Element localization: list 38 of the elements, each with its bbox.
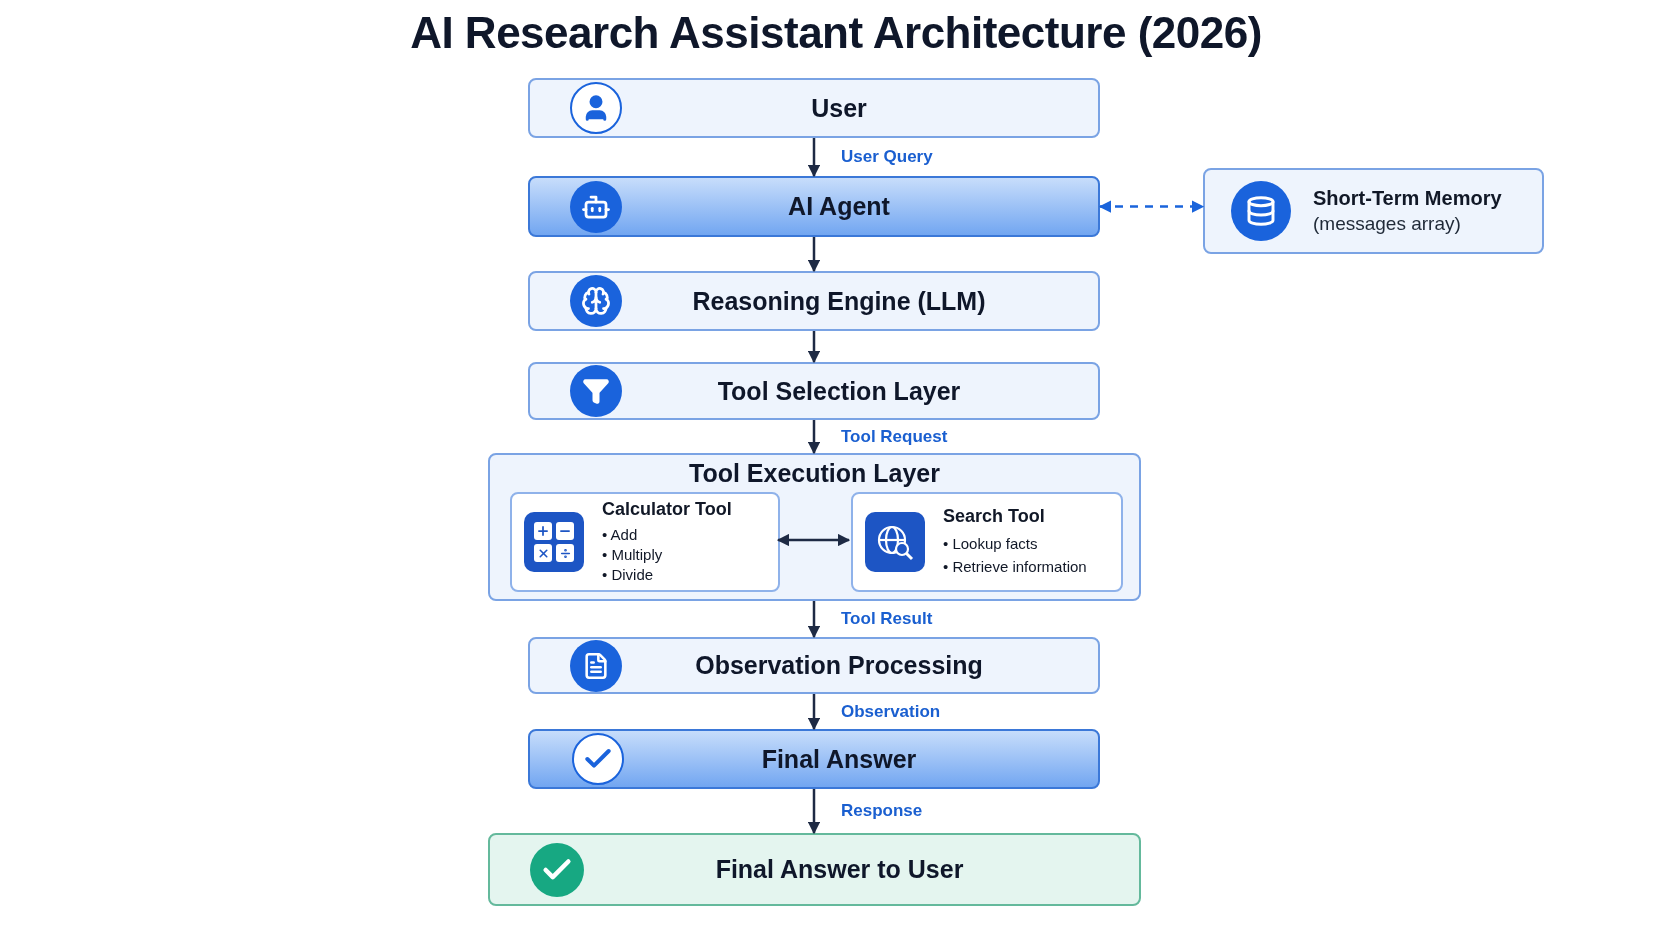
- agent-box: [528, 176, 1100, 237]
- list-item: • Multiply: [602, 545, 664, 565]
- list-item: • Lookup facts: [943, 534, 1039, 554]
- user-box: [528, 78, 1100, 138]
- tool-name: Search Tool: [943, 506, 1046, 527]
- arrow: [807, 237, 821, 273]
- list-item: • Add: [602, 525, 639, 545]
- arrow: [807, 138, 821, 178]
- list-item: • Divide: [602, 565, 655, 585]
- process-box: [528, 362, 1100, 420]
- node-label: Final Answer to User: [714, 854, 965, 885]
- process-box: [528, 271, 1100, 331]
- node-label: Short-Term Memory: [1313, 187, 1503, 210]
- node-label: Tool Selection Layer: [716, 375, 962, 407]
- arrow: [776, 533, 851, 547]
- layer-container: [488, 453, 1141, 601]
- node-label: Reasoning Engine (LLM): [691, 285, 987, 317]
- memory-box: [1203, 168, 1544, 254]
- list-item: • Retrieve information: [943, 557, 1088, 577]
- node-sublabel: (messages array): [1313, 213, 1462, 235]
- diagram-title: AI Research Assistant Architecture (2026): [409, 8, 1263, 58]
- layer-heading: Tool Execution Layer: [688, 459, 941, 488]
- node-label: User: [810, 92, 868, 124]
- output-box: [488, 833, 1141, 906]
- arrow: [807, 789, 821, 835]
- tool-card: [851, 492, 1123, 592]
- arrow: [807, 601, 821, 639]
- arrow: [807, 331, 821, 364]
- arrow: [807, 694, 821, 731]
- node-label: Final Answer: [760, 743, 918, 775]
- node-label: Observation Processing: [694, 650, 984, 681]
- arrow: [807, 420, 821, 455]
- tool-card: [510, 492, 780, 592]
- tool-name: Calculator Tool: [602, 499, 733, 520]
- process-box: [528, 637, 1100, 694]
- result-box: [528, 729, 1100, 789]
- node-label: AI Agent: [787, 191, 891, 222]
- dashed-arrow: [1098, 200, 1205, 213]
